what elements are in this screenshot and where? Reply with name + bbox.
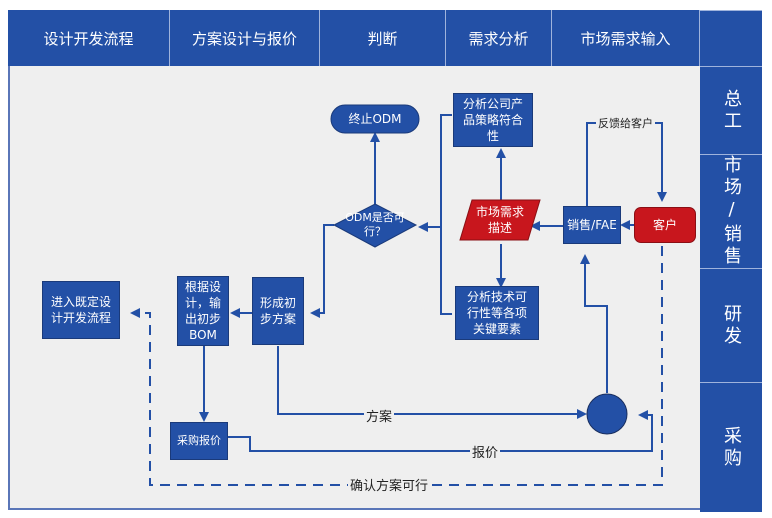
- lane-label: 市场/销售: [721, 155, 742, 268]
- lane-sidebar: 总工 市场/销售 研发 采购: [700, 10, 762, 512]
- odm-feasible-node: ODM是否可行？: [345, 211, 405, 238]
- market-demand-shape: [459, 199, 541, 241]
- merge-node: [586, 393, 628, 435]
- lane-purchasing: 采购: [700, 382, 762, 512]
- analyze-tech-node: 分析技术可行性等各项关键要素: [455, 286, 539, 340]
- terminate-odm-node: 终止ODM: [348, 112, 402, 126]
- edge-circle-sales: [580, 254, 608, 393]
- lane-label: 总工: [721, 88, 742, 133]
- edge-feedback: [586, 122, 667, 208]
- initial-plan-node: 形成初步方案: [252, 277, 304, 345]
- label-feedback: 反馈给客户: [596, 115, 655, 131]
- header-plan-quote: 方案设计与报价: [170, 10, 320, 66]
- lane-chief-engineer: 总工: [700, 66, 762, 154]
- decision-diamond: [332, 203, 418, 248]
- header-row: 设计开发流程 方案设计与报价 判断 需求分析 市场需求输入: [8, 10, 700, 66]
- lane-header-empty: [700, 10, 762, 66]
- edge-quote-circle: [228, 410, 653, 452]
- purchase-quote-node: 采购报价: [170, 422, 228, 460]
- edge-plan-circle: [277, 346, 587, 419]
- header-requirement-analysis: 需求分析: [446, 10, 552, 66]
- analyze-strategy-node: 分析公司产品策略符合性: [453, 93, 533, 147]
- sales-fae-node: 销售/FAE: [563, 206, 621, 244]
- lane-label: 采购: [721, 425, 742, 470]
- lane-rnd: 研发: [700, 268, 762, 382]
- label-quote: 报价: [470, 442, 501, 461]
- header-design-dev: 设计开发流程: [8, 10, 170, 66]
- header-judge: 判断: [320, 10, 446, 66]
- edge-analysis-decision: [440, 114, 452, 315]
- market-demand-node: 市场需求描述: [476, 205, 525, 235]
- customer-node: 客户: [634, 207, 696, 243]
- initial-bom-node: 根据设计，输出初步BOM: [177, 276, 229, 346]
- edge-confirm-dashed: [130, 246, 663, 486]
- lane-label: 研发: [721, 303, 742, 348]
- edge-decision-plan: [310, 224, 334, 318]
- label-confirm: 确认方案可行: [348, 475, 431, 494]
- enter-dev-node: 进入既定设计开发流程: [42, 281, 120, 339]
- lane-marketing-sales: 市场/销售: [700, 154, 762, 268]
- terminate-shape: [330, 104, 420, 134]
- label-plan: 方案: [364, 406, 395, 425]
- header-market-input: 市场需求输入: [552, 10, 700, 66]
